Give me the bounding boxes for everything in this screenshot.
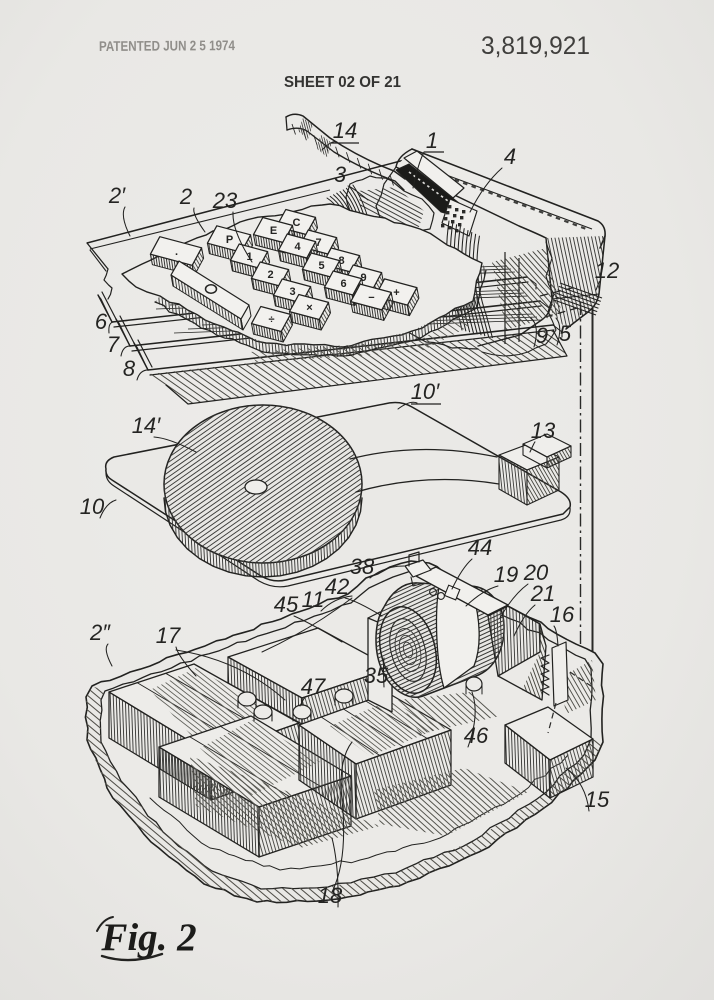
svg-text:16: 16 [550, 602, 575, 627]
svg-text:5: 5 [318, 260, 324, 272]
svg-text:1: 1 [426, 128, 438, 153]
svg-text:10: 10 [80, 494, 105, 519]
svg-text:.: . [175, 246, 178, 258]
svg-text:×: × [306, 302, 312, 314]
svg-text:SHEET 02 OF 21: SHEET 02 OF 21 [284, 74, 401, 91]
svg-text:14′: 14′ [132, 413, 161, 438]
svg-text:11: 11 [302, 587, 325, 612]
svg-text:2: 2 [179, 184, 192, 209]
svg-text:2: 2 [267, 269, 273, 281]
svg-text:+: + [393, 287, 399, 299]
svg-text:21: 21 [530, 581, 555, 606]
svg-text:10′: 10′ [411, 379, 440, 404]
svg-text:12: 12 [595, 258, 619, 283]
svg-text:20: 20 [523, 560, 549, 585]
svg-text:8: 8 [338, 255, 344, 267]
svg-text:44: 44 [468, 535, 492, 560]
svg-text:÷: ÷ [268, 314, 274, 326]
svg-text:42: 42 [325, 574, 349, 599]
svg-text:18: 18 [318, 883, 343, 908]
svg-text:E: E [270, 225, 277, 237]
svg-text:35: 35 [364, 663, 389, 688]
svg-text:4: 4 [294, 241, 301, 253]
svg-text:2′: 2′ [108, 183, 126, 208]
svg-text:46: 46 [464, 723, 489, 748]
svg-text:23: 23 [212, 188, 238, 213]
svg-text:6: 6 [95, 309, 108, 334]
svg-text:−: − [368, 292, 374, 304]
svg-text:8: 8 [123, 356, 136, 381]
svg-text:9: 9 [360, 272, 366, 284]
svg-text:3: 3 [289, 286, 295, 298]
svg-text:17: 17 [156, 623, 181, 648]
svg-text:PATENTED JUN 2 5 1974: PATENTED JUN 2 5 1974 [99, 37, 235, 54]
svg-text:3: 3 [334, 162, 347, 187]
svg-text:7: 7 [315, 237, 321, 249]
svg-text:19: 19 [494, 562, 518, 587]
svg-text:4: 4 [504, 144, 516, 169]
svg-text:13: 13 [531, 418, 556, 443]
svg-text:6: 6 [340, 278, 346, 290]
svg-text:45: 45 [274, 592, 299, 617]
svg-text:Fig. 2: Fig. 2 [100, 916, 196, 959]
svg-text:7: 7 [107, 332, 120, 357]
svg-text:C: C [293, 217, 301, 229]
svg-text:38: 38 [350, 554, 375, 579]
svg-text:47: 47 [301, 674, 326, 699]
svg-text:5: 5 [559, 321, 572, 346]
svg-text:9: 9 [536, 323, 548, 348]
svg-text:2″: 2″ [89, 620, 111, 645]
svg-text:P: P [226, 234, 233, 246]
svg-text:3,819,921: 3,819,921 [481, 32, 590, 60]
svg-text:1: 1 [246, 251, 252, 263]
svg-text:14: 14 [333, 118, 357, 143]
